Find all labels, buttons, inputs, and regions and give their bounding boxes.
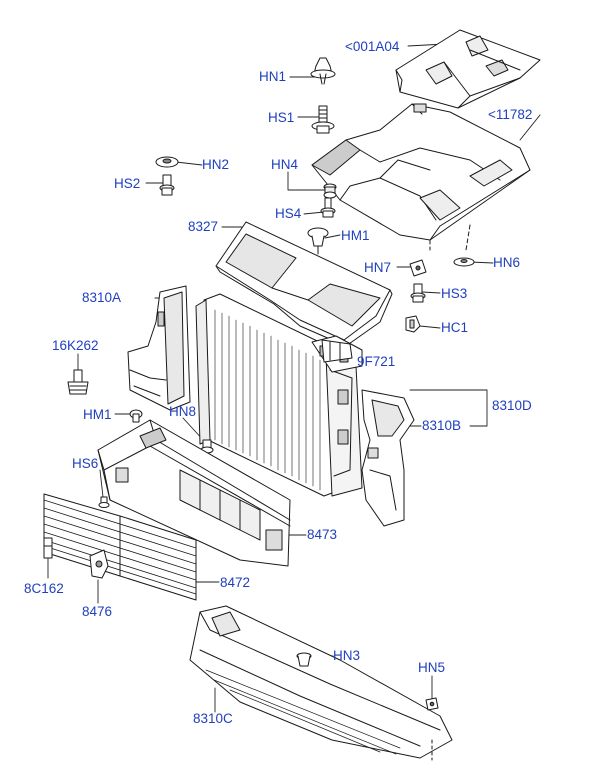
fastener-hn7 — [409, 259, 427, 277]
bracket-8c162 — [43, 537, 53, 559]
fastener-hs3 — [410, 283, 426, 303]
callout-hs3[interactable]: HS3 — [441, 286, 468, 301]
callout-hs1[interactable]: HS1 — [268, 110, 295, 125]
callout-8310b[interactable]: 8310B — [422, 418, 462, 433]
leader-lines — [47, 43, 541, 713]
callout-hc1[interactable]: HC1 — [441, 320, 469, 335]
clip-hc1 — [405, 315, 421, 333]
fastener-hm1-mid — [129, 409, 143, 423]
fastener-16k262 — [67, 369, 89, 395]
callout-16k262[interactable]: 16K262 — [52, 338, 99, 353]
fastener-hs2 — [159, 174, 175, 196]
fastener-hn2 — [155, 156, 179, 168]
part-8327 — [215, 221, 393, 347]
fastener-hs6 — [98, 496, 110, 508]
fastener-hs1 — [311, 105, 335, 134]
callout-8310c[interactable]: 8310C — [193, 711, 233, 726]
fastener-hn6 — [453, 257, 475, 267]
fastener-hs4 — [320, 197, 336, 218]
part-9f721 — [321, 339, 353, 363]
callout-hs6[interactable]: HS6 — [72, 456, 99, 471]
callout-8310a[interactable]: 8310A — [82, 290, 122, 305]
fastener-hn4 — [323, 183, 337, 199]
fastener-hn1 — [310, 57, 336, 85]
fastener-hn5 — [425, 697, 439, 711]
callout-hn7[interactable]: HN7 — [364, 260, 392, 275]
part-001a04 — [395, 29, 541, 109]
callout-hn1[interactable]: HN1 — [259, 69, 287, 84]
callout-hn3[interactable]: HN3 — [333, 648, 361, 663]
bracket-8476 — [89, 549, 109, 579]
part-11782 — [311, 103, 531, 251]
callout-9f721[interactable]: 9F721 — [357, 354, 396, 369]
fastener-hm1-top — [307, 227, 329, 255]
callout-hs4[interactable]: HS4 — [275, 206, 302, 221]
part-8310a — [127, 285, 191, 411]
callout-hn8[interactable]: HN8 — [169, 404, 197, 419]
callout-hs2[interactable]: HS2 — [114, 176, 141, 191]
callout-hn5[interactable]: HN5 — [418, 660, 446, 675]
callout-11782[interactable]: <11782 — [488, 107, 533, 122]
callout-hm1-mid[interactable]: HM1 — [83, 407, 112, 422]
callout-8476[interactable]: 8476 — [82, 604, 113, 619]
part-8310c — [189, 605, 453, 761]
callout-8310d[interactable]: 8310D — [492, 398, 532, 413]
callout-001a04[interactable]: <001A04 — [345, 39, 400, 54]
callout-hn6[interactable]: HN6 — [493, 255, 521, 270]
callout-8472[interactable]: 8472 — [220, 575, 251, 590]
fastener-hn3 — [296, 652, 312, 667]
callout-8473[interactable]: 8473 — [307, 527, 338, 542]
callout-hn4[interactable]: HN4 — [271, 157, 299, 172]
part-8310b — [361, 389, 415, 527]
part-8472 — [43, 493, 197, 601]
callout-8c162[interactable]: 8C162 — [24, 581, 64, 596]
callout-hn2[interactable]: HN2 — [202, 157, 230, 172]
callout-8327[interactable]: 8327 — [188, 219, 219, 234]
part-8473 — [97, 419, 291, 567]
callout-hm1-top[interactable]: HM1 — [341, 228, 370, 243]
